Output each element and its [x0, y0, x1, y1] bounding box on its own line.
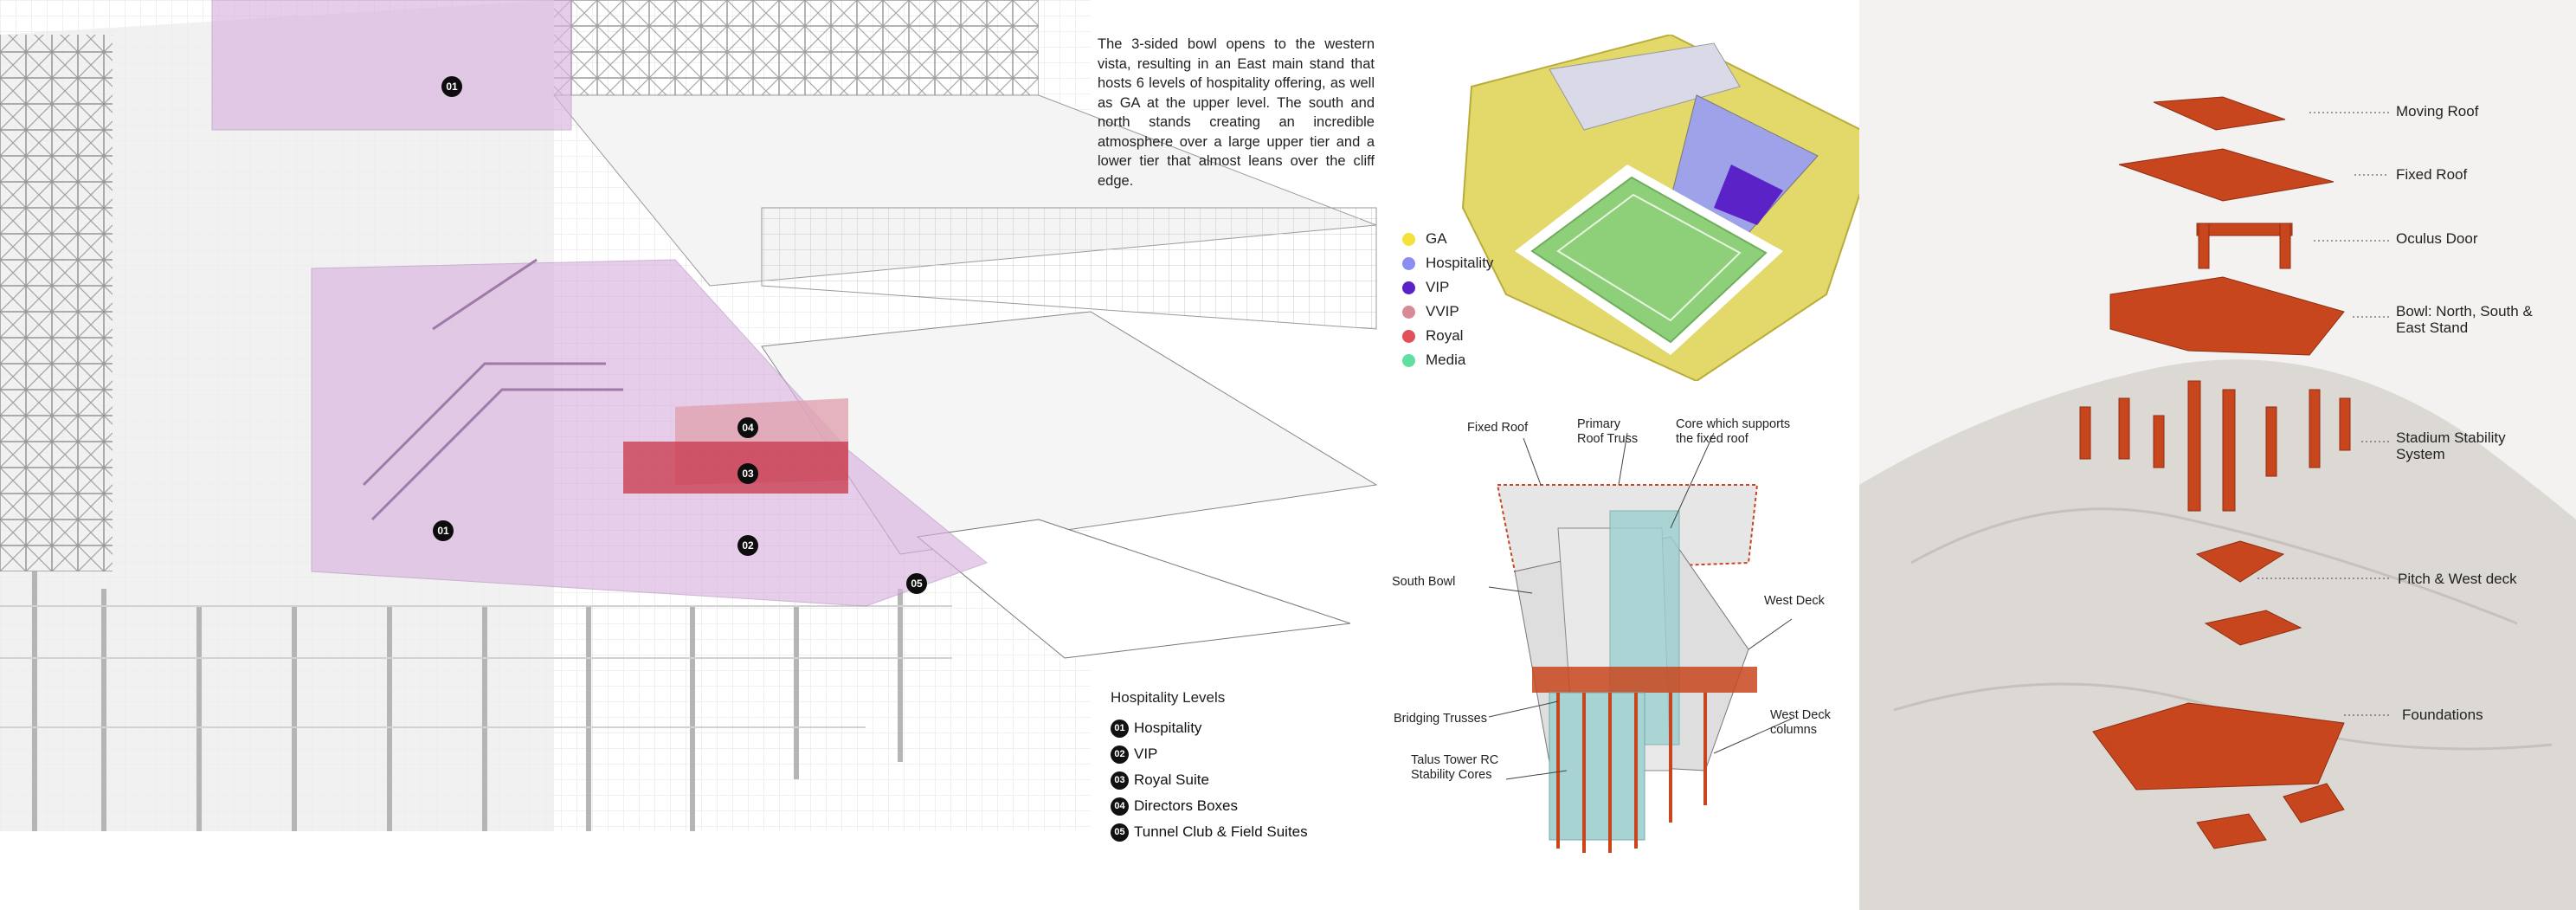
- callout-bridging-trusses: Bridging Trusses: [1394, 712, 1487, 726]
- color-swatch: [1402, 353, 1415, 367]
- legend-label: Hospitality: [1134, 720, 1202, 736]
- color-swatch: [1402, 232, 1415, 246]
- callout-core: Core which supports the fixed roof: [1676, 417, 1791, 446]
- color-swatch: [1402, 256, 1415, 270]
- color-swatch: [1402, 329, 1415, 343]
- color-swatch: [1402, 281, 1415, 294]
- callout-south-bowl: South Bowl: [1392, 575, 1456, 589]
- legend-label: Tunnel Club & Field Suites: [1134, 823, 1308, 840]
- legend-label: Royal Suite: [1134, 771, 1209, 788]
- legend-item: GA: [1402, 227, 1493, 251]
- legend-item: 02 VIP: [1111, 741, 1308, 767]
- legend-item: Media: [1402, 348, 1493, 372]
- section-marker: 04: [737, 417, 758, 438]
- level-number-badge: 01: [1111, 719, 1129, 738]
- legend-item: 04 Directors Boxes: [1111, 793, 1308, 819]
- legend-label: VIP: [1134, 745, 1158, 762]
- legend-item: Hospitality: [1402, 251, 1493, 275]
- intro-paragraph: The 3-sided bowl opens to the western vi…: [1098, 36, 1375, 189]
- callout-primary-roof-truss: Primary Roof Truss: [1577, 417, 1639, 446]
- exploded-axonometric-drawing: [1859, 0, 2576, 910]
- exploded-label-pitch-west-deck: Pitch & West deck: [2398, 571, 2517, 587]
- section-marker: 02: [737, 535, 758, 556]
- legend-item: Royal: [1402, 324, 1493, 348]
- seating-bowl-aerial: [1461, 35, 1880, 381]
- legend-label: VIP: [1426, 279, 1450, 295]
- exploded-label-bowl: Bowl: North, South & East Stand: [2396, 303, 2533, 336]
- section-marker: 05: [906, 573, 927, 594]
- legend-label: Hospitality: [1426, 255, 1494, 271]
- structural-system-drawing: [1488, 432, 1793, 853]
- legend-label: Royal: [1426, 327, 1464, 344]
- section-marker: 03: [737, 463, 758, 484]
- hospitality-levels-legend: Hospitality Levels 01 Hospitality 02 VIP 0…: [1111, 689, 1308, 845]
- exploded-label-oculus-door: Oculus Door: [2396, 230, 2478, 247]
- legend-label: Directors Boxes: [1134, 797, 1238, 814]
- callout-talus-tower: Talus Tower RC Stability Cores: [1411, 753, 1499, 782]
- level-number-badge: 02: [1111, 745, 1129, 764]
- level-number-badge: 05: [1111, 823, 1129, 842]
- legend-label: Media: [1426, 352, 1466, 368]
- stadium-section-drawing: [0, 0, 1378, 831]
- exploded-label-stability-system: Stadium Stability System: [2396, 429, 2506, 462]
- exploded-label-fixed-roof: Fixed Roof: [2396, 166, 2468, 183]
- level-number-badge: 04: [1111, 797, 1129, 816]
- callout-west-deck-columns: West Deck columns: [1770, 708, 1831, 737]
- callout-fixed-roof: Fixed Roof: [1467, 421, 1529, 435]
- color-swatch: [1402, 305, 1415, 319]
- legend-title: Hospitality Levels: [1111, 689, 1226, 706]
- callout-west-deck: West Deck: [1764, 594, 1825, 608]
- legend-item: 01 Hospitality: [1111, 715, 1308, 741]
- legend-item: 05 Tunnel Club & Field Suites: [1111, 819, 1308, 845]
- level-number-badge: 03: [1111, 771, 1129, 790]
- legend-label: VVIP: [1426, 303, 1459, 319]
- legend-item: VIP: [1402, 275, 1493, 300]
- section-marker: 01: [441, 76, 462, 97]
- legend-item: VVIP: [1402, 300, 1493, 324]
- legend-label: GA: [1426, 230, 1447, 247]
- section-marker: 01: [433, 520, 454, 541]
- legend-item: 03 Royal Suite: [1111, 767, 1308, 793]
- seating-legend: GA Hospitality VIP VVIP Royal Media: [1402, 227, 1493, 372]
- exploded-label-foundations: Foundations: [2402, 707, 2483, 723]
- exploded-label-moving-roof: Moving Roof: [2396, 103, 2479, 119]
